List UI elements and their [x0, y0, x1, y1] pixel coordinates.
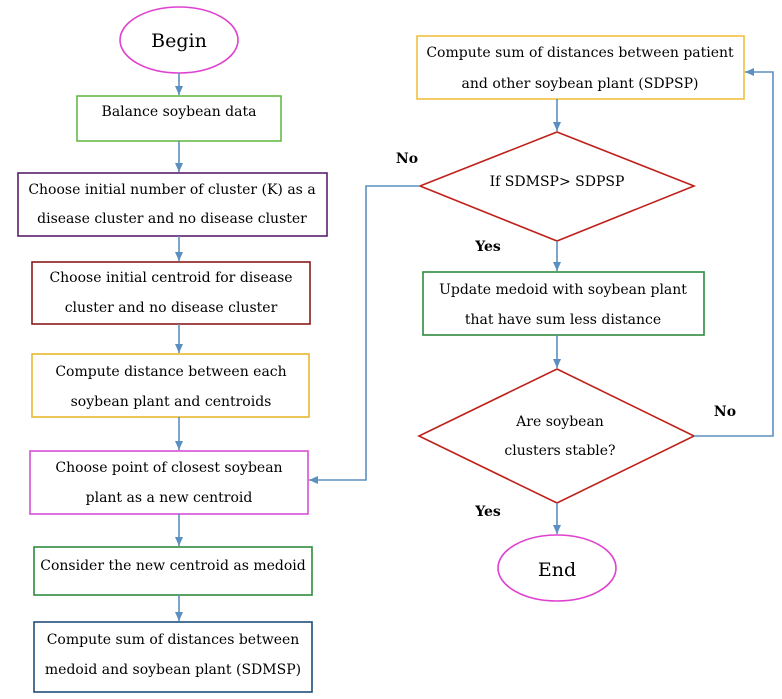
- compute-distance-box: [31, 353, 310, 418]
- choose-k-line2: disease cluster and no disease cluster: [37, 211, 307, 227]
- compute-distance-line1: Compute distance between each: [55, 364, 286, 380]
- sdmsp-line2: medoid and soybean plant (SDMSP): [45, 662, 301, 678]
- arrow-stable-no-loop: [694, 68, 774, 437]
- sdmsp-line1: Compute sum of distances between: [47, 632, 300, 648]
- stable-yes-label: Yes: [474, 504, 501, 520]
- closest-point-box: [29, 450, 309, 515]
- stable-decision: [417, 368, 696, 504]
- stable-decision-line2: clusters stable?: [504, 443, 615, 459]
- begin-label: Begin: [151, 30, 207, 52]
- compare-no-label: No: [396, 151, 418, 167]
- choose-centroid-line1: Choose initial centroid for disease: [49, 270, 292, 286]
- choose-centroid-box: [31, 261, 311, 325]
- balance-data-box: [76, 95, 282, 142]
- closest-point-line1: Choose point of closest soybean: [55, 460, 282, 476]
- sdpsp-line1: Compute sum of distances between patient: [426, 45, 734, 61]
- end-terminal: [497, 534, 617, 602]
- consider-medoid-box: [33, 546, 313, 596]
- stable-no-label: No: [714, 404, 736, 420]
- choose-k-line1: Choose initial number of cluster (K) as …: [28, 182, 315, 198]
- closest-point-line2: plant as a new centroid: [86, 490, 253, 506]
- choose-centroid-line2: cluster and no disease cluster: [65, 300, 278, 316]
- arrow-compare-no-loop: [309, 185, 420, 484]
- sdpsp-line2: and other soybean plant (SDPSP): [462, 76, 699, 92]
- end-label: End: [538, 559, 576, 581]
- sdmsp-box: [33, 621, 313, 693]
- update-medoid-line2: that have sum less distance: [465, 312, 661, 328]
- stable-decision-line1: Are soybean: [515, 414, 604, 430]
- update-medoid-box: [422, 271, 705, 336]
- update-medoid-line1: Update medoid with soybean plant: [439, 282, 687, 298]
- compare-decision-label: If SDMSP> SDPSP: [490, 174, 625, 190]
- consider-medoid-label: Consider the new centroid as medoid: [40, 558, 306, 574]
- compute-distance-line2: soybean plant and centroids: [71, 394, 272, 410]
- choose-k-box: [17, 172, 328, 237]
- balance-data-label: Balance soybean data: [102, 104, 257, 120]
- sdpsp-box: [416, 35, 745, 100]
- compare-yes-label: Yes: [474, 239, 501, 255]
